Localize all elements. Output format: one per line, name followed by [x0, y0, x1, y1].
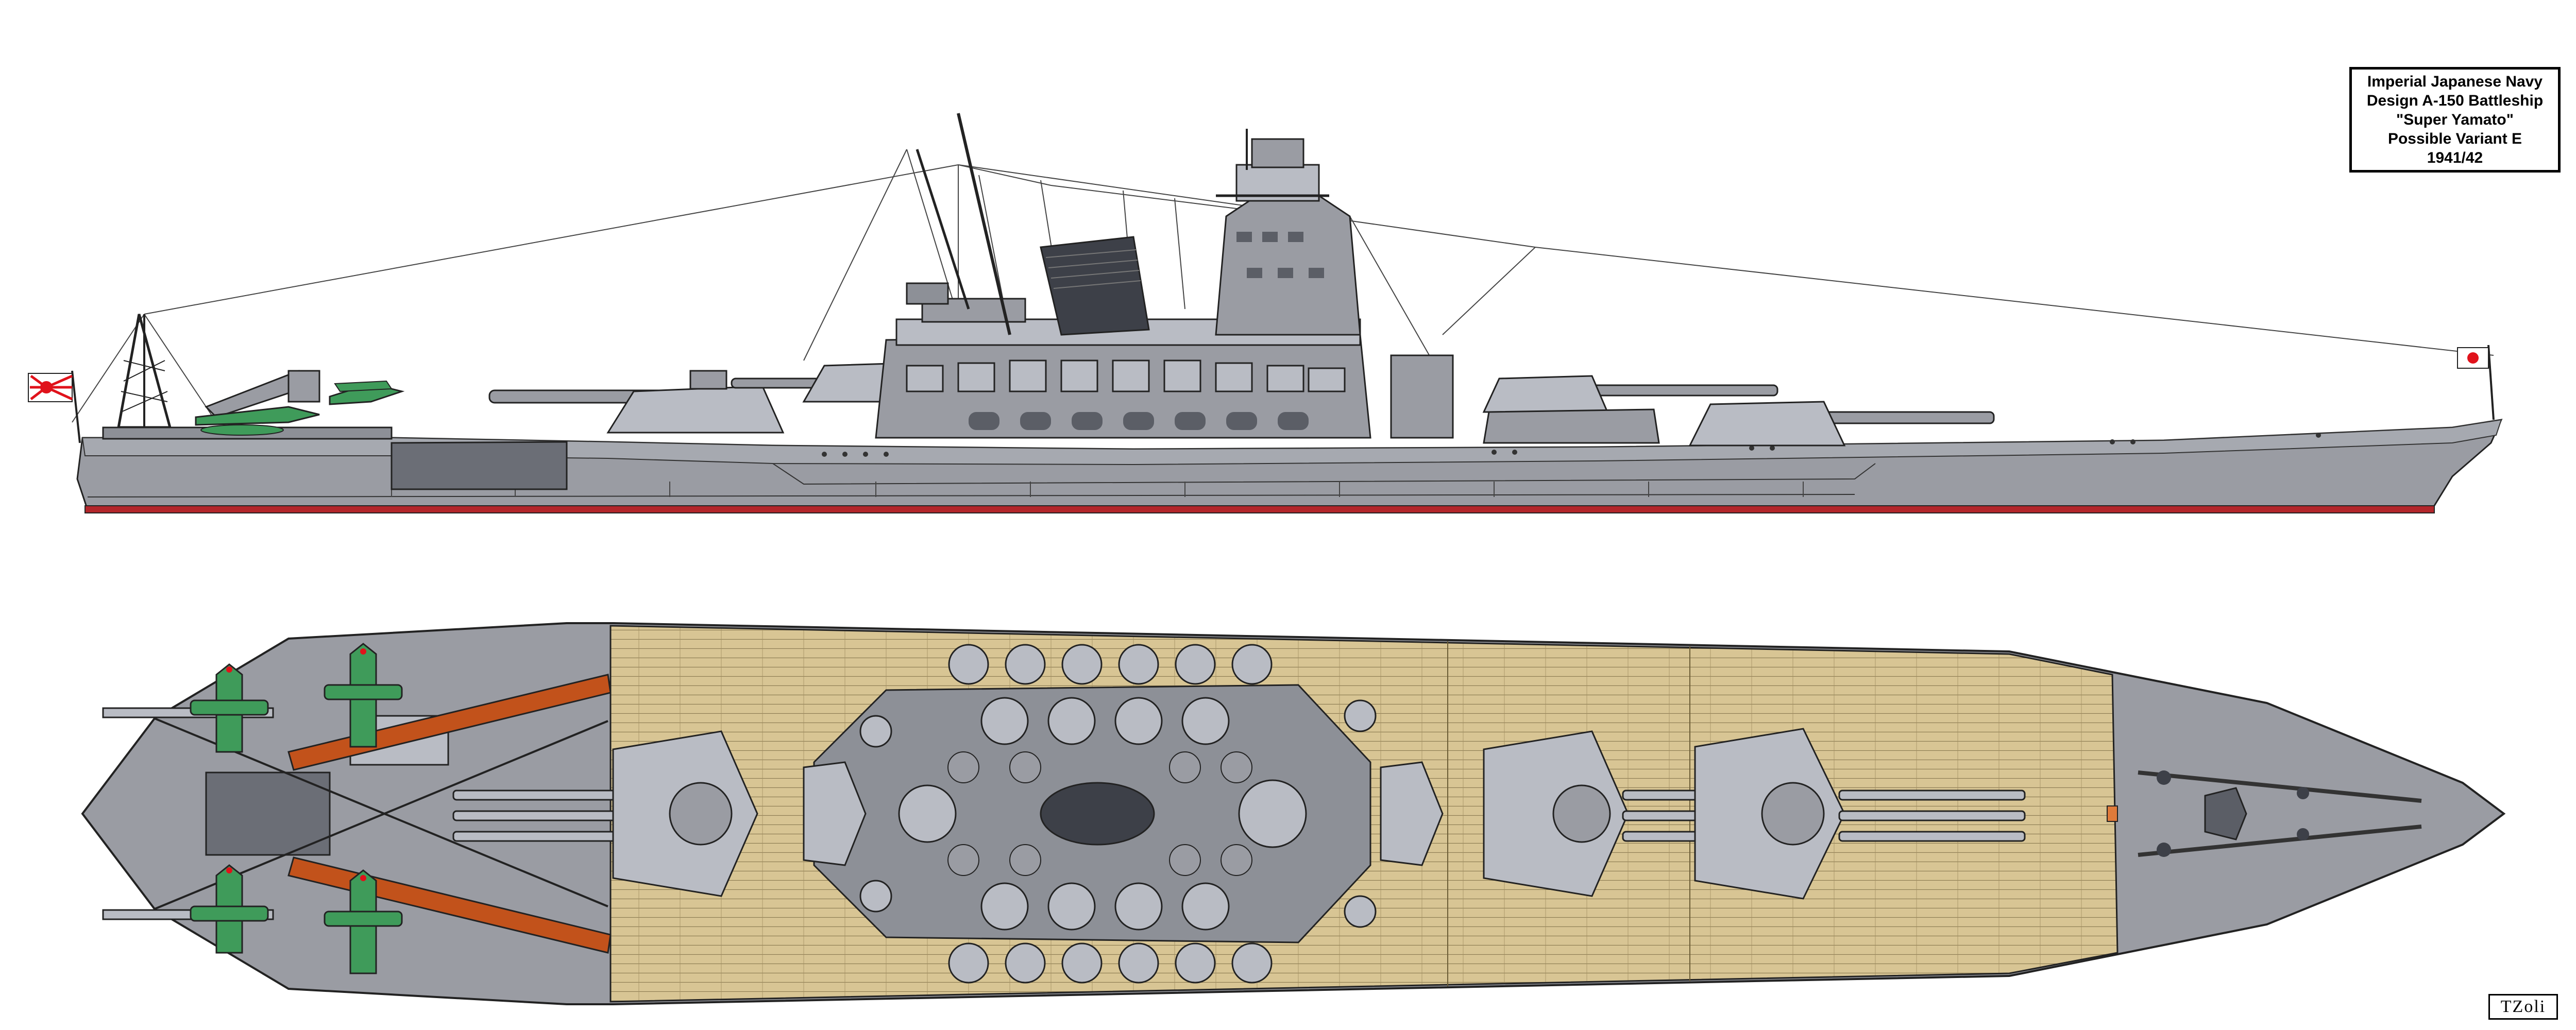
- turret-top-secondary-aft: [803, 761, 867, 866]
- title-line-year: 1941/42: [2427, 149, 2483, 166]
- forward-tower-mast: [1215, 195, 1361, 336]
- superstructure-top: [813, 644, 1377, 984]
- floatplane-top-1: [190, 663, 269, 753]
- top-view: [81, 622, 2506, 1005]
- rising-sun-ensign: [28, 370, 81, 443]
- title-line-variant: Possible Variant E: [2387, 130, 2522, 147]
- title-line-name: "Super Yamato": [2396, 111, 2514, 128]
- floatplane-top-2: [324, 643, 403, 748]
- turret-top-A: [1694, 728, 2026, 900]
- main-turret-A: [1688, 401, 1995, 447]
- artist-signature: TZoli: [2488, 994, 2558, 1020]
- boot-topping: [84, 505, 2435, 513]
- funnel-top: [1040, 782, 1155, 846]
- turret-top-aft: [452, 730, 758, 897]
- forecastle-top: [2107, 770, 2422, 857]
- floatplane-crane: [329, 380, 405, 405]
- main-turret-B: [1390, 354, 1778, 444]
- hangar-opening: [391, 441, 568, 490]
- superstructure: [875, 113, 1371, 439]
- floatplane-aft: [195, 406, 320, 436]
- floatplane-top-3: [190, 864, 269, 954]
- title-box: Imperial Japanese Navy Design A-150 Batt…: [2349, 67, 2561, 173]
- rigging-lines: [72, 149, 2494, 423]
- title-line-design: Design A-150 Battleship: [2366, 92, 2544, 109]
- turret-top-secondary-fwd: [1380, 761, 1444, 866]
- title-line-navy: Imperial Japanese Navy: [2367, 73, 2543, 90]
- side-profile: [28, 113, 2503, 513]
- floatplane-top-4: [324, 869, 403, 974]
- bow-jack: [2457, 345, 2495, 420]
